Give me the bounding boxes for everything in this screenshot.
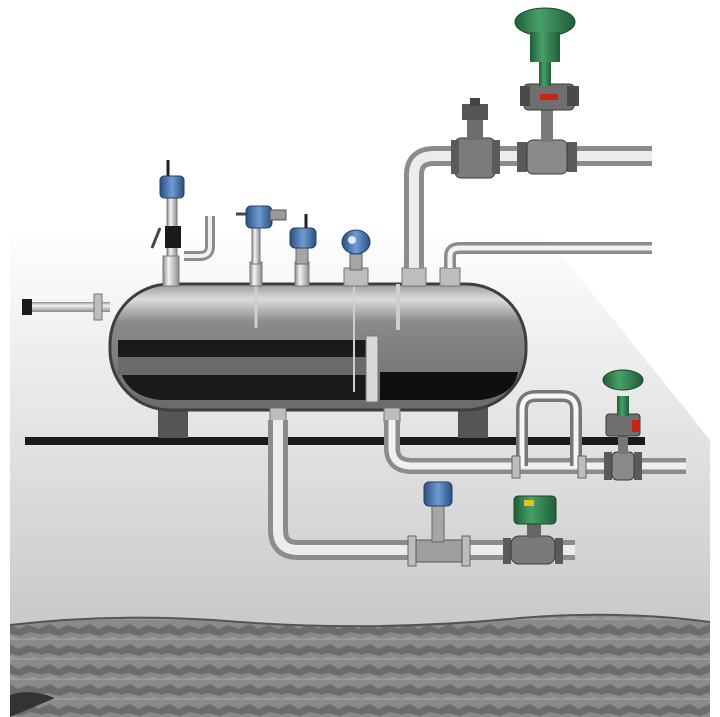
pressure-transmitter [289,214,317,265]
secondary-outlet-pipe [444,242,652,268]
wireless-level-switch [150,160,215,261]
gas-control-valve [514,7,579,175]
liquid-level-right [380,372,518,400]
ball-valve-actuator [503,495,563,565]
liquid-control-valve [602,369,644,481]
inlet-nozzle [22,293,110,321]
nozzle-pressure [294,261,310,287]
liquid-outlet-pipe-right [383,407,686,474]
guided-wave-radar [341,229,371,271]
vortex-flowmeter [407,481,471,567]
ground [9,613,711,717]
weir-plate [365,335,379,403]
pressure-relief-valve [451,98,500,179]
nozzle-gas-outlet [401,267,427,287]
separator-vessel [108,282,528,412]
temperature-transmitter [236,205,287,265]
nozzle-switch [162,255,180,287]
nozzle-radar [343,267,369,287]
coriolis-flowmeter [511,390,587,479]
gas-outlet-pipe [404,146,652,268]
nozzle-temp [249,261,263,287]
liquid-interface-band [118,357,372,375]
support-rail [25,437,645,445]
liquid-outlet-pipe-lower [268,407,575,560]
nozzle-secondary [439,267,461,287]
